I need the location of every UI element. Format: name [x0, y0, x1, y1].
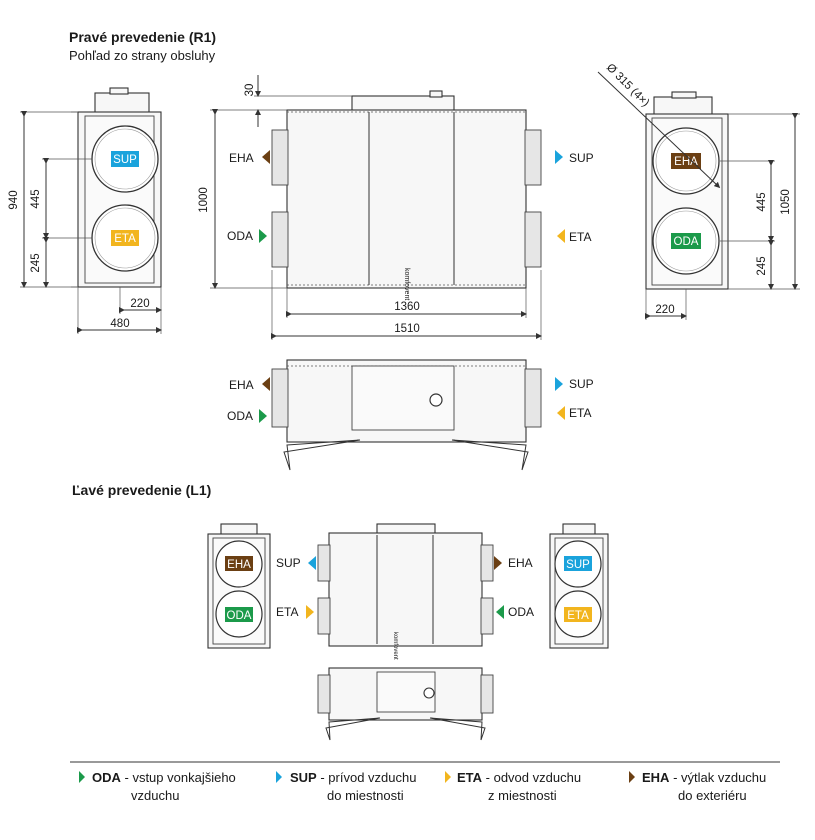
legend-eta-text1: - odvod vzduchu [482, 770, 581, 785]
r1-top-view: EHA ODA SUP ETA [227, 359, 594, 471]
top-sup-arrow [555, 377, 563, 391]
oda-badge [671, 233, 701, 249]
dim-1000: 1000 [198, 187, 210, 213]
dim-220: 220 [130, 298, 149, 310]
l1-sup-arrow [308, 556, 316, 570]
oda-badge-label: ODA [674, 236, 699, 248]
eta-badge-label: ETA [114, 233, 136, 245]
dim-445: 445 [30, 189, 42, 208]
dim-1050: 1050 [780, 189, 792, 215]
legend-sup-text2: do miestnosti [327, 788, 404, 803]
legend-eta: ETA - odvod vzduchu z miestnosti [445, 770, 581, 803]
legend: ODA - vstup vonkajšieho vzduchu SUP - pr… [79, 770, 766, 803]
legend-sup-text1: - prívod vzduchu [317, 770, 417, 785]
l1-eha-label: EHA [508, 556, 533, 570]
oda-label: ODA [227, 229, 253, 243]
eta-label: ETA [569, 230, 591, 244]
dim-1360: 1360 [394, 301, 420, 313]
legend-eha-code: EHA [642, 770, 670, 785]
l1-oda-badge [225, 607, 253, 622]
l1-eha-badge-label: EHA [227, 559, 251, 571]
brand-label: komfovent [403, 268, 410, 300]
l1-sup-badge-label: SUP [566, 559, 590, 571]
sup-badge [111, 151, 139, 167]
legend-sup: SUP - prívod vzduchu do miestnosti [276, 770, 416, 803]
l1-eta-arrow [306, 605, 314, 619]
eha-arrow [262, 150, 270, 164]
top-sup-label: SUP [569, 377, 594, 391]
l1-top-view [317, 667, 494, 741]
r1-right-side-view: EHA ODA Ø 315 (4×) 1050 445 245 220 [597, 62, 800, 320]
svg-text:ETA - odvod vzduchu: ETA - odvod vzduchu [457, 770, 581, 785]
l1-eta-badge-label: ETA [567, 610, 589, 622]
dim-940: 940 [8, 190, 20, 209]
legend-oda-text1: - vstup vonkajšieho [121, 770, 236, 785]
sup-badge-label: SUP [113, 154, 137, 166]
eta-arrow [557, 229, 565, 243]
svg-text:EHA - výtlak vzduchu: EHA - výtlak vzduchu [642, 770, 766, 785]
l1-front-view: komfovent SUP ETA EHA ODA [276, 523, 534, 660]
legend-sup-arrow [276, 771, 282, 783]
l1-left-side-view: EHA ODA [207, 523, 271, 649]
dim-245: 245 [30, 253, 42, 272]
sup-arrow [555, 150, 563, 164]
svg-text:ODA - vstup vonkajšieho: ODA - vstup vonkajšieho [92, 770, 236, 785]
legend-eta-arrow [445, 771, 451, 783]
right-version-subheading: Pohľad zo strany obsluhy [69, 48, 216, 63]
l1-eha-arrow [494, 556, 502, 570]
eha-badge [671, 153, 701, 169]
top-eta-arrow [557, 406, 565, 420]
top-oda-arrow [259, 409, 267, 423]
legend-oda: ODA - vstup vonkajšieho vzduchu [79, 770, 236, 803]
legend-eta-code: ETA [457, 770, 483, 785]
eha-label: EHA [229, 151, 254, 165]
l1-oda-badge-label: ODA [227, 610, 252, 622]
dim-diameter: Ø 315 (4×) [604, 62, 652, 110]
l1-sup-label: SUP [276, 556, 301, 570]
legend-eha-arrow [629, 771, 635, 783]
oda-arrow [259, 229, 267, 243]
legend-eha-text2: do exteriéru [678, 788, 747, 803]
legend-eta-text2: z miestnosti [488, 788, 557, 803]
dim-445-right: 445 [756, 192, 768, 211]
l1-eta-badge [564, 607, 592, 622]
top-oda-label: ODA [227, 409, 253, 423]
r1-front-view: komfovent EHA ODA SUP ETA 1000 30 1360 1… [198, 75, 594, 340]
top-eta-label: ETA [569, 406, 591, 420]
l1-eta-label: ETA [276, 605, 298, 619]
dim-245-right: 245 [756, 256, 768, 275]
r1-left-side-view: SUP ETA 940 445 245 220 480 [8, 87, 162, 334]
l1-oda-arrow [496, 605, 504, 619]
legend-eha-text1: - výtlak vzduchu [669, 770, 766, 785]
sup-label: SUP [569, 151, 594, 165]
l1-brand-label: komfovent [392, 632, 398, 660]
right-version-heading: Pravé prevedenie (R1) [69, 29, 216, 45]
legend-oda-code: ODA [92, 770, 122, 785]
eta-badge [111, 230, 139, 246]
l1-sup-badge [564, 556, 592, 571]
l1-eha-badge [225, 556, 253, 571]
dim-220-right: 220 [655, 304, 674, 316]
legend-sup-code: SUP [290, 770, 317, 785]
dim-30: 30 [244, 84, 256, 97]
dim-1510: 1510 [394, 323, 420, 335]
l1-right-side-view: SUP ETA [549, 523, 609, 649]
legend-oda-arrow [79, 771, 85, 783]
legend-oda-text2: vzduchu [131, 788, 179, 803]
legend-eha: EHA - výtlak vzduchu do exteriéru [629, 770, 766, 803]
eha-badge-label: EHA [674, 156, 698, 168]
top-eha-label: EHA [229, 378, 254, 392]
dim-480: 480 [110, 318, 129, 330]
svg-text:SUP - prívod vzduchu: SUP - prívod vzduchu [290, 770, 416, 785]
left-version-heading: Ľavé prevedenie (L1) [72, 482, 211, 498]
top-eha-arrow [262, 377, 270, 391]
l1-oda-label: ODA [508, 605, 534, 619]
